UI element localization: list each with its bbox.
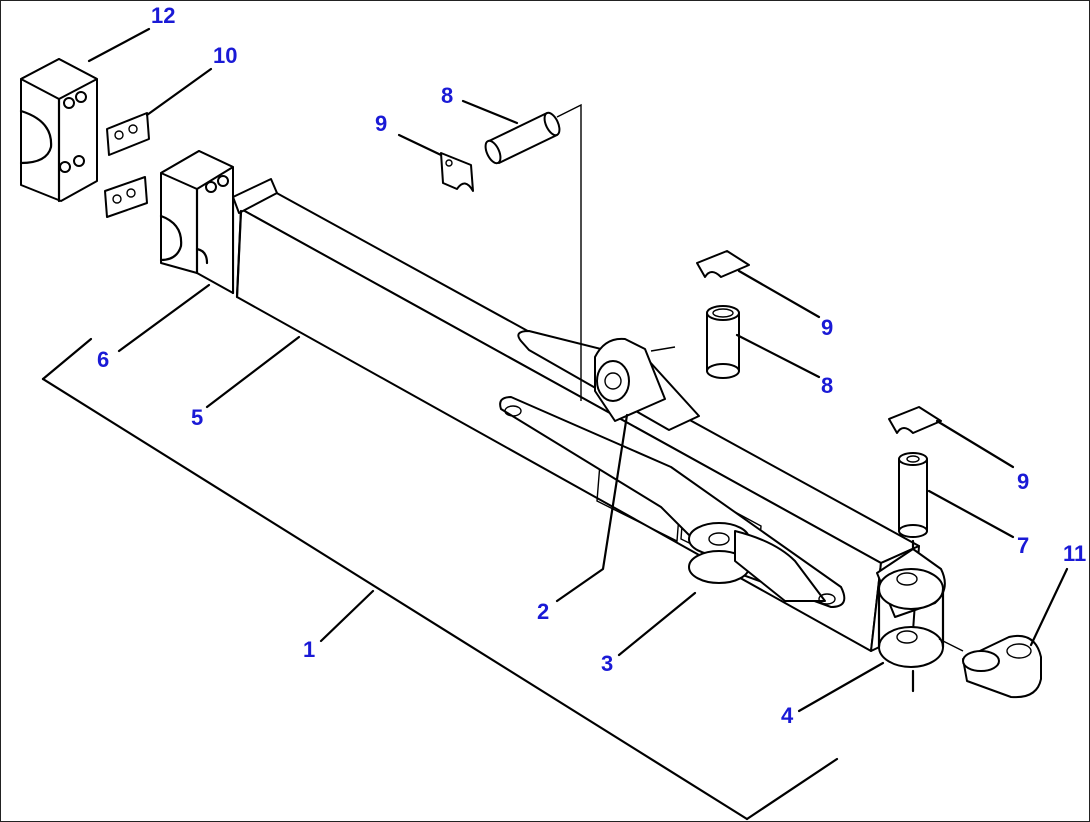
- end-clamp-block: [159, 150, 234, 294]
- pin-upper: [484, 111, 561, 165]
- leader-lines: [87, 27, 1069, 713]
- rod-end: [938, 635, 1042, 699]
- assembly-bracket-lines: [41, 337, 839, 821]
- callout-7: 7: [1017, 533, 1029, 558]
- callout-1: 1: [303, 637, 315, 662]
- pin-right: [706, 305, 740, 379]
- callout-10: 10: [213, 43, 237, 68]
- pin-7: [898, 452, 928, 538]
- callout-8-right: 8: [821, 373, 833, 398]
- callout-8-upper: 8: [441, 83, 453, 108]
- callout-11: 11: [1063, 541, 1086, 566]
- shim-plates: [104, 112, 150, 218]
- lower-link: [499, 396, 846, 608]
- clevis-end: [876, 539, 946, 693]
- callout-12: 12: [151, 3, 175, 28]
- callout-6: 6: [97, 347, 109, 372]
- callout-2: 2: [537, 599, 549, 624]
- callout-5: 5: [191, 405, 203, 430]
- callout-labels: 12 10 8 9 9 8 9 7 11 6 5 2 3 1 4: [97, 3, 1086, 728]
- clamp-cap: [19, 58, 98, 203]
- lock-plate-a: [440, 152, 474, 192]
- callout-9-upper: 9: [375, 111, 387, 136]
- callout-9-right-upper: 9: [821, 315, 833, 340]
- callout-4: 4: [781, 703, 794, 728]
- mounting-bracket: [517, 330, 700, 431]
- callout-9-right-lower: 9: [1017, 469, 1029, 494]
- callout-3: 3: [601, 651, 613, 676]
- lock-plate-c: [888, 406, 942, 434]
- lock-plate-b: [696, 250, 750, 278]
